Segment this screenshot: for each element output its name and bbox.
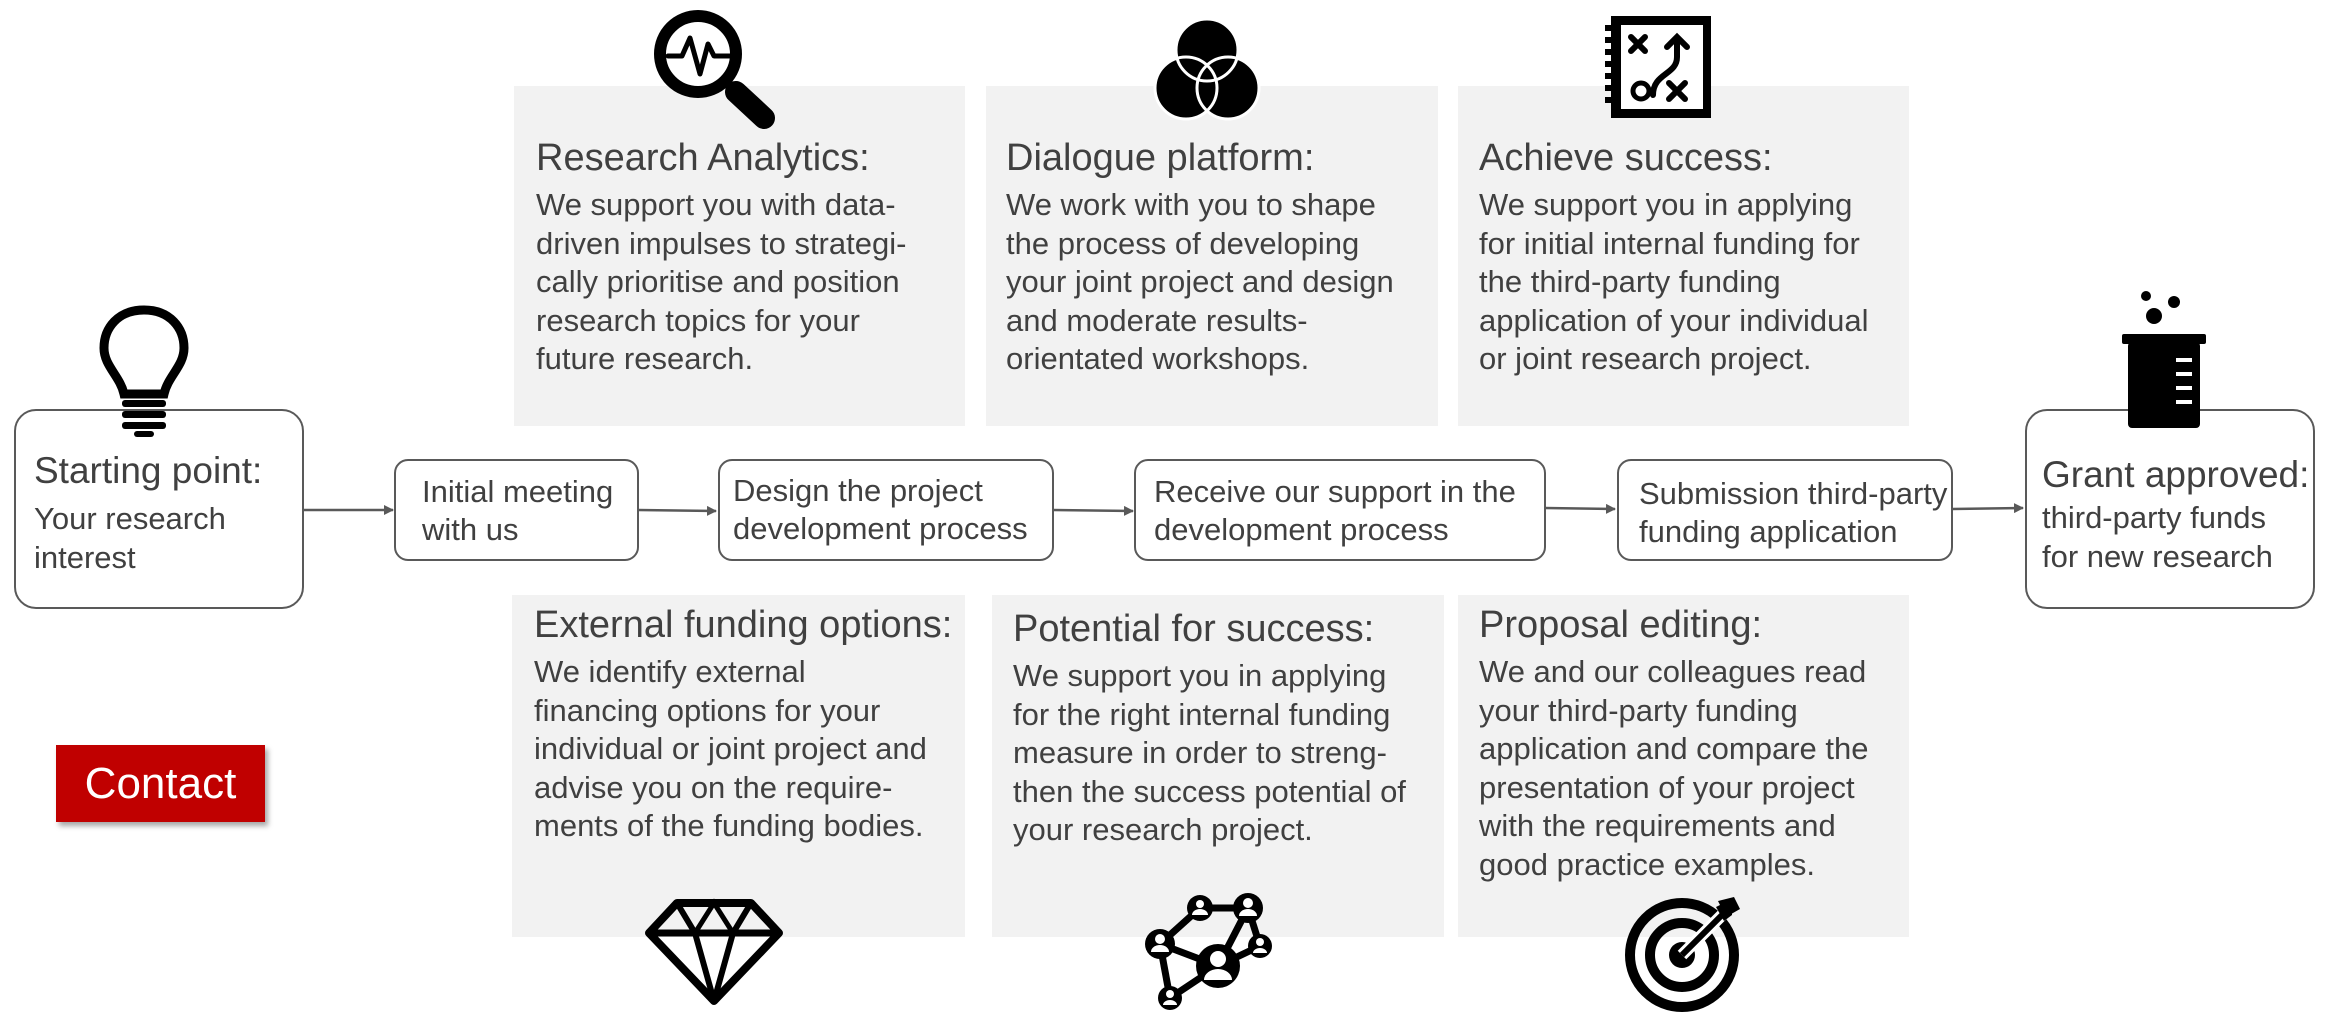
panel-body: We support you with data- driven impulse…	[536, 187, 907, 376]
end-box: Grant approved: third-party funds for ne…	[2025, 409, 2315, 609]
panel-title: Research Analytics:	[536, 137, 870, 179]
end-title: Grant approved:	[2042, 454, 2310, 495]
end-subtitle: third-party funds for new research	[2042, 500, 2273, 574]
panel-potential-for-success: Potential for success: We support you in…	[992, 595, 1444, 937]
panel-dialogue-platform: Dialogue platform: We work with you to s…	[986, 86, 1438, 426]
panel-title: Achieve success:	[1479, 137, 1773, 179]
target-icon	[1625, 897, 1740, 1012]
panel-external-funding-options: External funding options: We identify ex…	[512, 595, 965, 937]
arrow-step4-to-end	[1951, 503, 2024, 514]
venn-diagram-icon	[1153, 17, 1261, 121]
panel-achieve-success: Achieve success: We support you in apply…	[1458, 86, 1909, 426]
panel-proposal-editing: Proposal editing: We and our colleagues …	[1458, 595, 1909, 937]
step-receive-support: Receive our support in the development p…	[1134, 459, 1546, 561]
panel-title: Proposal editing:	[1479, 604, 1763, 646]
start-box: Starting point: Your research interest	[14, 409, 304, 609]
step-submission: Submission third-party funding applicati…	[1617, 459, 1953, 561]
lightbulb-icon	[99, 305, 189, 437]
diamond-icon	[645, 898, 783, 1005]
arrow-step1-to-step2	[637, 505, 717, 516]
panel-body: We identify external financing options f…	[534, 654, 927, 843]
panel-body: We and our colleagues read your third-pa…	[1479, 654, 1869, 882]
analytics-magnifier-icon	[654, 10, 775, 129]
strategy-board-icon	[1605, 16, 1711, 118]
panel-body: We work with you to shape the process of…	[1006, 187, 1394, 376]
start-subtitle: Your research interest	[34, 501, 226, 575]
panel-title: External funding options:	[534, 604, 953, 646]
arrow-step3-to-step4	[1544, 503, 1616, 514]
arrow-step2-to-step3	[1052, 505, 1134, 516]
panel-title: Dialogue platform:	[1006, 137, 1315, 179]
beaker-icon	[2122, 291, 2206, 428]
step-initial-meeting: Initial meeting with us	[394, 459, 639, 561]
panel-body: We support you in applying for initial i…	[1479, 187, 1869, 376]
people-network-icon	[1145, 893, 1272, 1010]
start-title: Starting point:	[34, 450, 263, 491]
contact-button[interactable]: Contact	[56, 745, 265, 822]
step-design-process: Design the project development process	[718, 459, 1054, 561]
panel-research-analytics: Research Analytics: We support you with …	[514, 86, 965, 426]
panel-body: We support you in applying for the right…	[1013, 658, 1406, 847]
panel-title: Potential for success:	[1013, 608, 1375, 650]
